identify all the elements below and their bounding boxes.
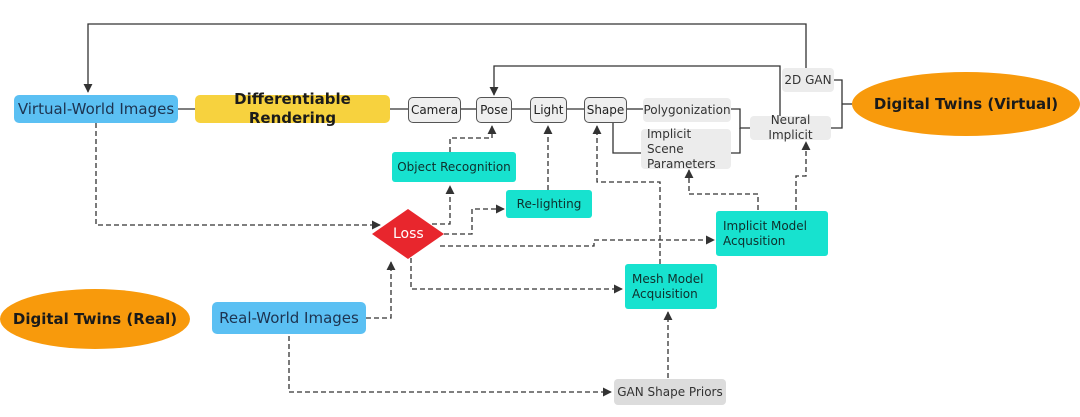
polygonization-node: Polygonization <box>643 98 731 122</box>
mesh-model-acquisition-node: Mesh Model Acquisition <box>625 264 717 309</box>
edge-real-to-loss <box>366 261 396 319</box>
edge-mesh-to-shape <box>592 125 661 264</box>
edge-neural-to-pose <box>489 65 781 116</box>
edge-real-to-gan-priors <box>288 336 612 397</box>
loss-diamond <box>372 209 444 259</box>
implicit-scene-parameters-node: Implicit Scene Parameters <box>641 127 731 171</box>
digital-twins-real-node: Digital Twins (Real) <box>0 289 190 349</box>
edge-loss-to-object-recognition <box>432 185 455 225</box>
edge-virtual-to-loss <box>95 123 381 230</box>
edge-object-recognition-to-pose <box>449 125 497 152</box>
edge-polygonization-to-neural <box>731 108 750 129</box>
object-recognition-node: Object Recognition <box>392 152 516 182</box>
edge-shape-to-implicit-params <box>612 123 641 154</box>
shape-node: Shape <box>584 97 627 123</box>
loss-label: Loss <box>393 226 424 242</box>
pose-node: Pose <box>476 97 512 123</box>
edge-loss-to-implicit-model <box>440 235 715 247</box>
real-world-images-node: Real-World Images <box>212 302 366 334</box>
implicit-model-acquisition-node: Implicit Model Acqusition <box>716 211 828 256</box>
edge-implicit-to-params <box>684 169 759 210</box>
2d-gan-node: 2D GAN <box>782 68 834 92</box>
edge-loss-to-relighting <box>436 204 505 235</box>
edge-implicit-params-to-neural <box>731 128 741 154</box>
virtual-world-images-node: Virtual-World Images <box>14 95 178 123</box>
re-lighting-node: Re-lighting <box>506 190 592 218</box>
edge-implicit-to-neural <box>795 141 811 210</box>
differentiable-rendering-node: Differentiable Rendering <box>195 90 390 127</box>
light-node: Light <box>530 97 567 123</box>
camera-node: Camera <box>408 97 461 123</box>
gan-shape-priors-node: GAN Shape Priors <box>614 379 726 405</box>
neural-implicit-node: Neural Implicit <box>750 113 831 142</box>
edge-2dgan-to-virtual-images <box>83 23 807 93</box>
digital-twins-virtual-node: Digital Twins (Virtual) <box>852 72 1080 136</box>
edge-loss-to-mesh-model <box>410 258 623 294</box>
